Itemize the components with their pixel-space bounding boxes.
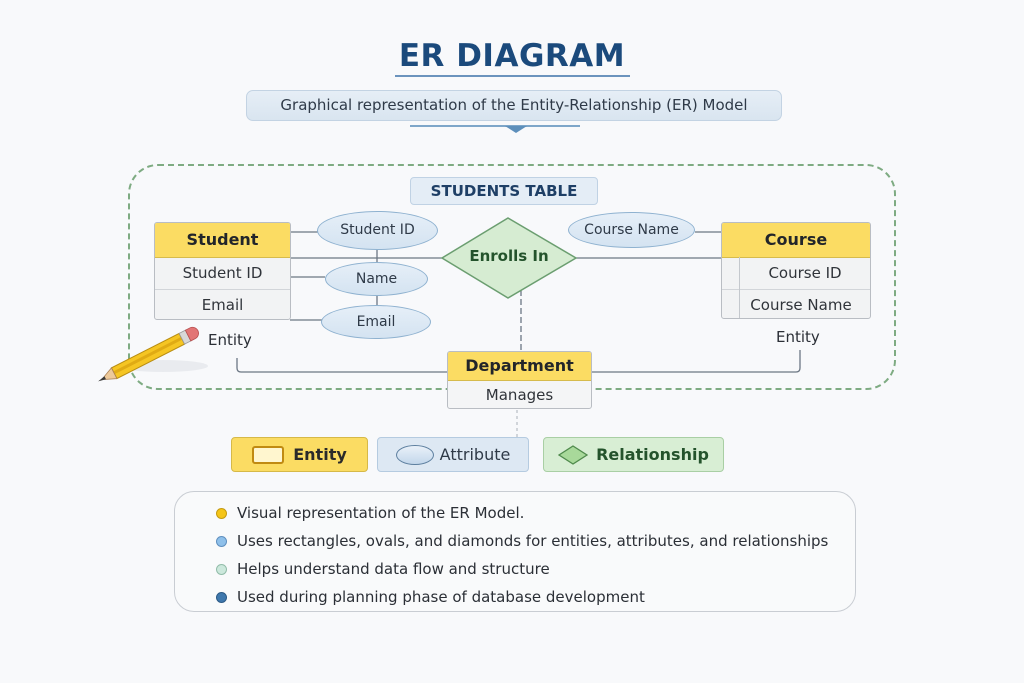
attribute-student-id[interactable]: Student ID bbox=[317, 211, 438, 250]
connector-course-department bbox=[592, 350, 801, 373]
title-underline bbox=[395, 75, 630, 77]
course-entity[interactable]: Course Course ID Course Name bbox=[721, 222, 871, 319]
attribute-course-name[interactable]: Course Name bbox=[568, 212, 695, 248]
student-attr-row: Student ID bbox=[182, 264, 263, 282]
light-blue-dot-icon bbox=[216, 535, 227, 547]
legend-relationship-label: Relationship bbox=[596, 445, 709, 464]
course-attr-label: Course Name bbox=[750, 296, 852, 314]
oval-icon bbox=[395, 444, 434, 465]
subtitle-banner: Graphical representation of the Entity-R… bbox=[246, 90, 782, 121]
note-text: Used during planning phase of database d… bbox=[237, 588, 645, 606]
diamond-icon bbox=[558, 444, 589, 465]
legend-entity: Entity bbox=[231, 437, 368, 472]
attribute-email[interactable]: Email bbox=[321, 305, 431, 339]
student-entity-title: Student bbox=[155, 223, 290, 258]
note-item: Uses rectangles, ovals, and diamonds for… bbox=[175, 527, 855, 555]
rectangle-icon bbox=[252, 445, 285, 464]
dark-blue-dot-icon bbox=[216, 591, 227, 603]
student-attr-row: Email bbox=[155, 289, 290, 319]
yellow-dot-icon bbox=[216, 507, 227, 519]
legend-attribute-label: Attribute bbox=[439, 445, 511, 464]
student-entity[interactable]: Student Student ID Email bbox=[154, 222, 291, 320]
department-entity-title: Department bbox=[448, 352, 591, 381]
subtitle-divider bbox=[410, 125, 580, 127]
course-attr-row: Course ID bbox=[722, 258, 870, 289]
legend-relationship: Relationship bbox=[543, 437, 724, 472]
note-text: Visual representation of the ER Model. bbox=[237, 504, 525, 522]
department-attr-row: Manages bbox=[485, 386, 554, 404]
note-text: Helps understand data flow and structure bbox=[237, 560, 550, 578]
department-entity[interactable]: Department Manages bbox=[447, 351, 592, 409]
course-key-divider bbox=[739, 257, 740, 318]
pencil-icon bbox=[98, 326, 208, 382]
course-entity-title: Course bbox=[722, 223, 870, 258]
relationship-enrolls-in[interactable]: Enrolls In bbox=[469, 247, 549, 265]
student-entity-caption: Entity bbox=[208, 331, 252, 349]
legend-entity-label: Entity bbox=[293, 445, 347, 464]
students-table-label: STUDENTS TABLE bbox=[410, 177, 598, 205]
connector-student-department bbox=[236, 358, 448, 373]
course-attr-row: Course Name bbox=[722, 289, 870, 318]
page-title: ER DIAGRAM bbox=[398, 38, 626, 74]
note-item: Helps understand data flow and structure bbox=[175, 555, 855, 583]
course-entity-caption: Entity bbox=[776, 328, 820, 346]
attribute-name[interactable]: Name bbox=[325, 262, 428, 296]
note-item: Visual representation of the ER Model. bbox=[175, 499, 855, 527]
legend-attribute: Attribute bbox=[377, 437, 529, 472]
mint-dot-icon bbox=[216, 563, 227, 575]
course-attr-label: Course ID bbox=[768, 264, 842, 282]
note-text: Uses rectangles, ovals, and diamonds for… bbox=[237, 532, 829, 550]
note-item: Used during planning phase of database d… bbox=[175, 583, 855, 611]
notes-box: Visual representation of the ER Model. U… bbox=[174, 491, 856, 612]
down-arrow-icon bbox=[505, 126, 527, 133]
